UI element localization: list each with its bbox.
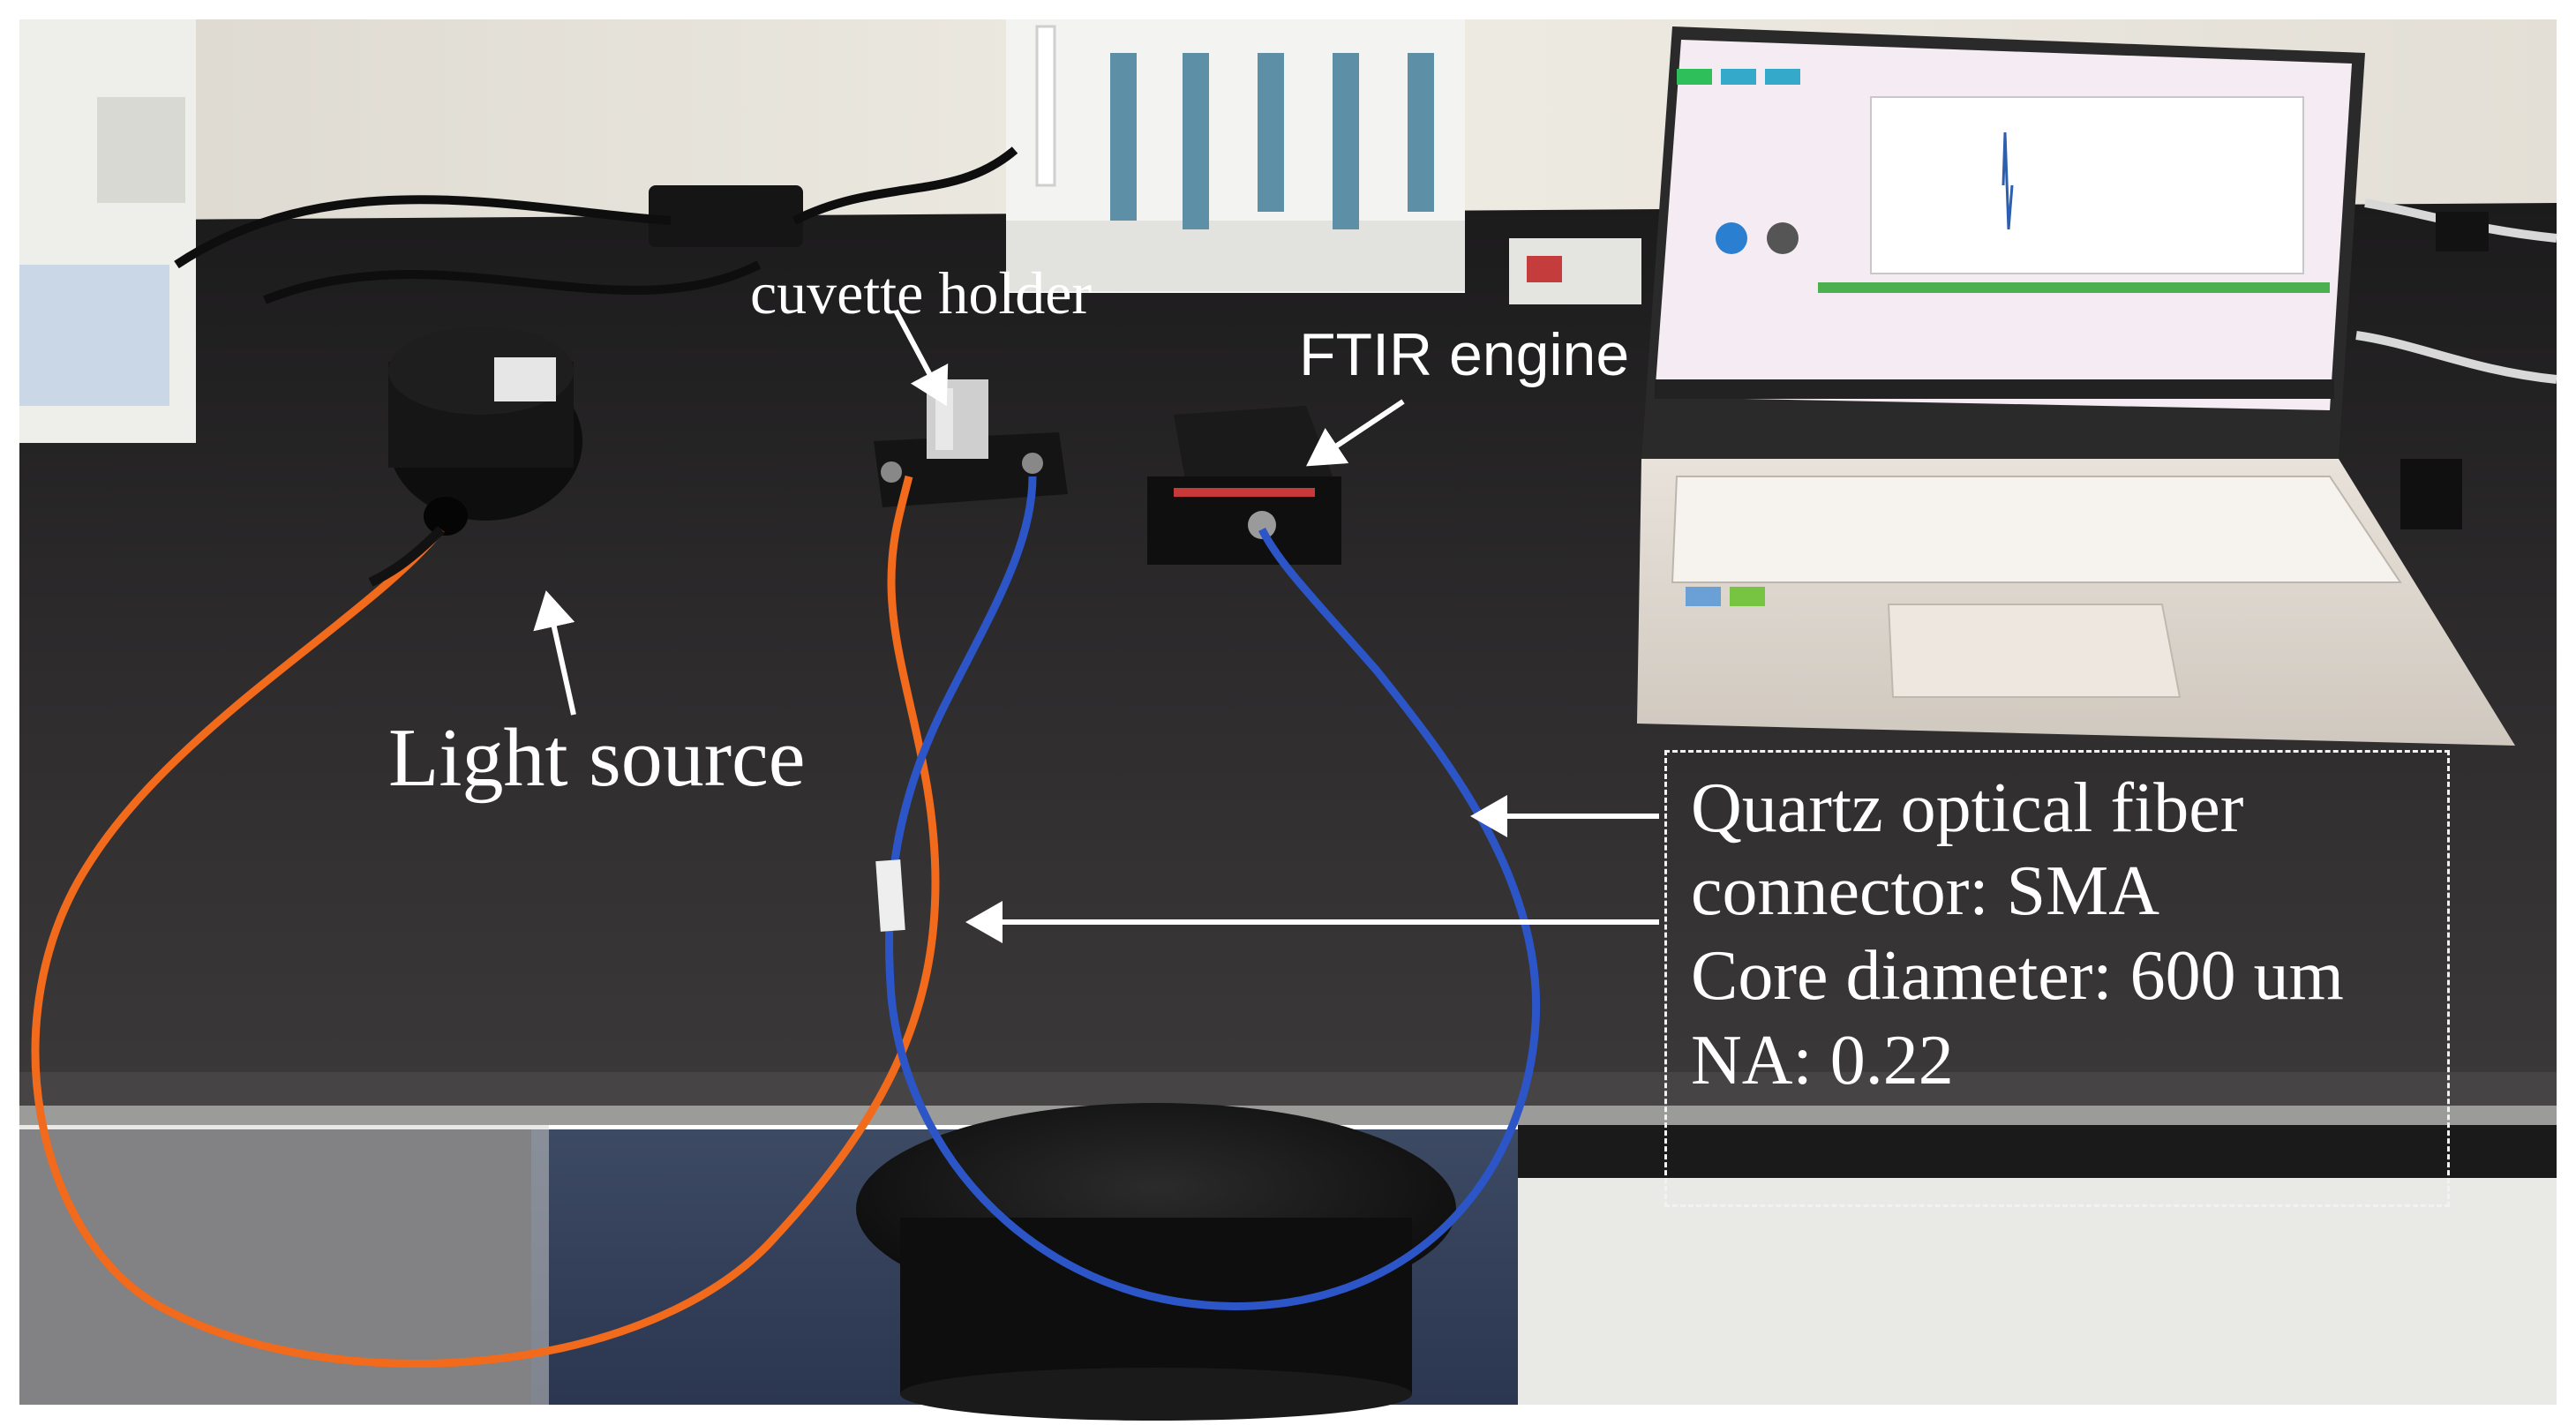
blue-fiber [885,476,1541,1310]
fiber-spec-box [1664,750,2450,1207]
fiber-spec-line: connector: SMA [1691,852,2160,930]
orange-fiber [31,475,940,1368]
bench-edge [19,1072,2557,1106]
cuvette-holder-device [874,379,1068,507]
ftir-engine-device [1147,406,1341,565]
power-adapter [649,185,803,247]
fiber-spec-line: Quartz optical fiber [1691,769,2244,847]
light-source-device [388,326,582,536]
fiber-spec-line: NA: 0.22 [1691,1022,1954,1099]
pipette-rack [1006,19,1465,293]
stool [856,1103,1456,1421]
arrow-icon [533,309,1659,943]
laptop [1637,26,2515,746]
light-source-label: Light source [388,712,806,804]
ftir-engine-label: FTIR engine [1299,321,1630,388]
cuvette-holder-label: cuvette holder [750,259,1093,326]
fiber-spec-line: Core diameter: 600 um [1691,937,2344,1015]
